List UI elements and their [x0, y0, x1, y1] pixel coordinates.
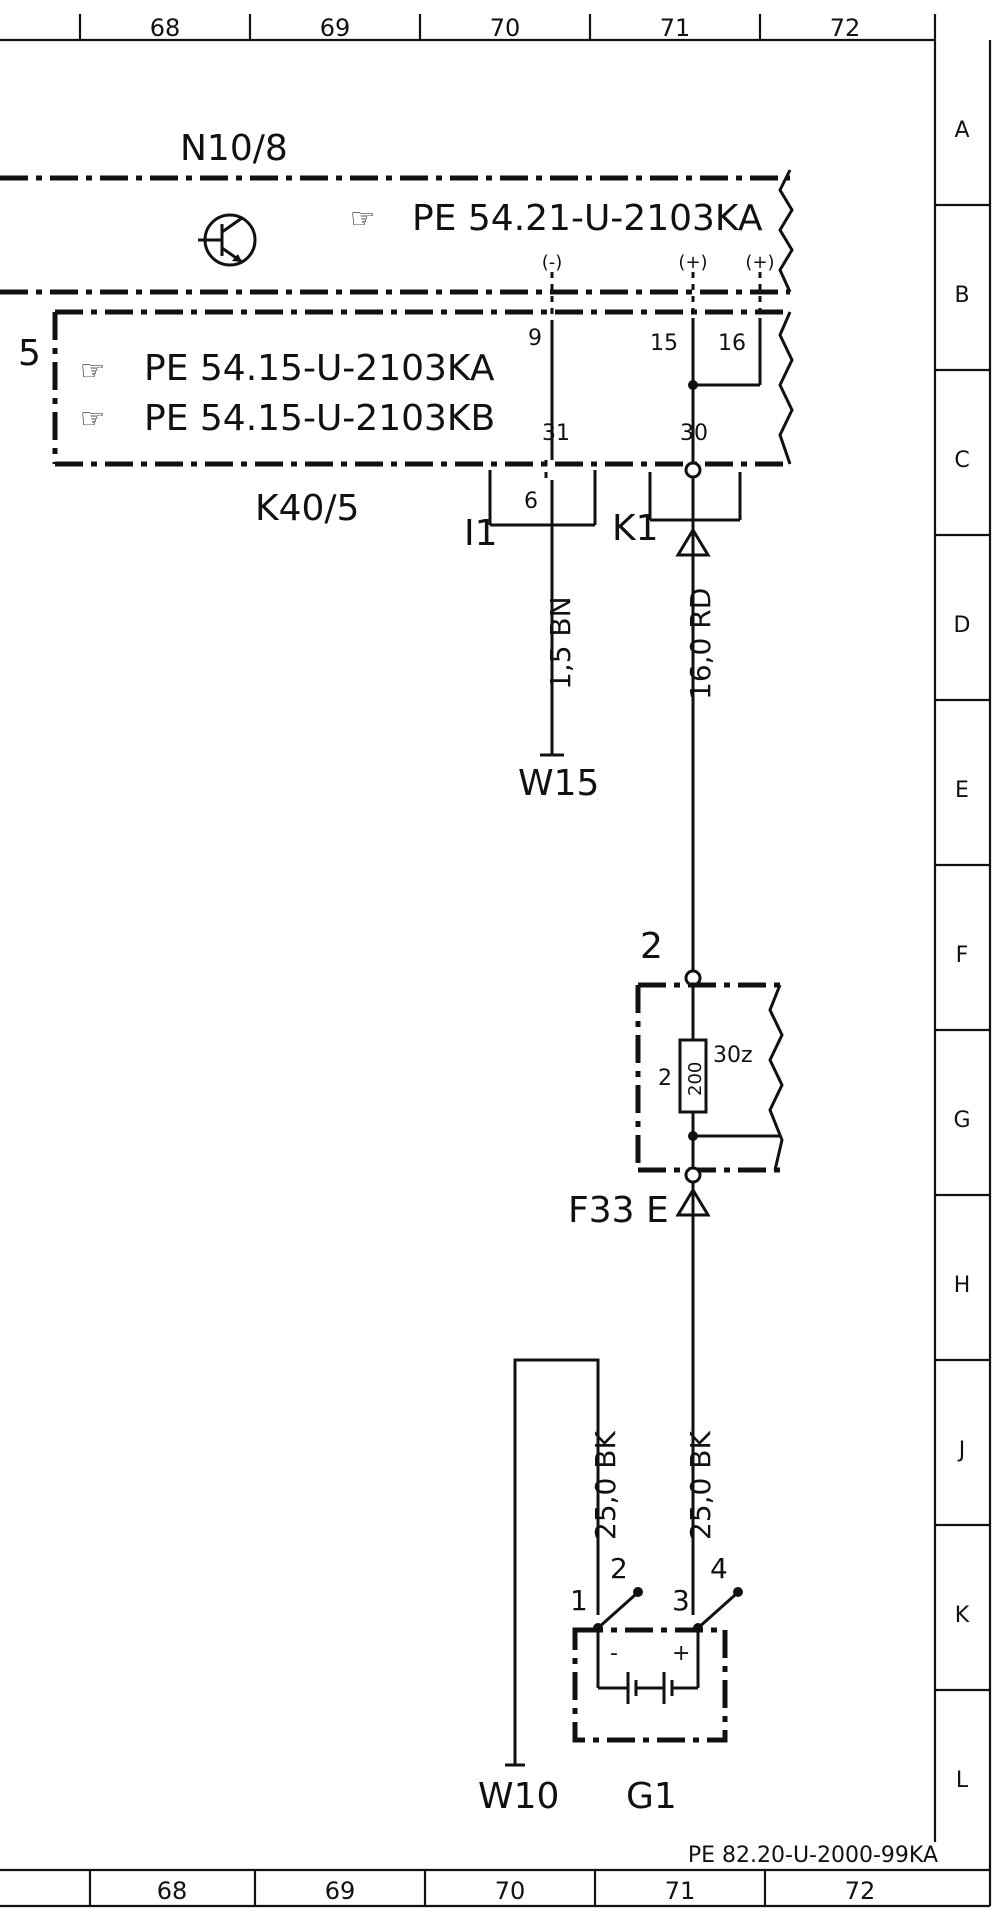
k40-5-pin-9: 9 — [528, 326, 542, 351]
fuse-icon — [678, 1038, 708, 1114]
g1-pin-4: 4 — [710, 1552, 728, 1585]
n10-8-pin-minus: (-) — [542, 252, 563, 273]
k40-5-pin-16: 16 — [718, 331, 746, 356]
col-label-72-bottom: 72 — [845, 1877, 876, 1905]
wire-black-left: 25,0 BK W10 — [478, 1358, 622, 1817]
col-label-68-top: 68 — [150, 14, 181, 42]
col-label-71-bottom: 71 — [665, 1877, 696, 1905]
k40-5-pin-6: 6 — [524, 489, 538, 514]
col-label-72-top: 72 — [830, 14, 861, 42]
reference-hand-icon: ☞ — [80, 354, 105, 387]
row-label-a: A — [954, 118, 969, 143]
g1-pin-3: 3 — [672, 1584, 690, 1617]
footer-reference: PE 82.20-U-2000-99KA — [688, 1843, 938, 1868]
g1-pin-1: 1 — [570, 1584, 588, 1617]
col-label-70-bottom: 70 — [495, 1877, 526, 1905]
n10-8-pin-plus-b: (+) — [745, 252, 774, 273]
col-label-68-bottom: 68 — [157, 1877, 188, 1905]
wire-black-right: 25,0 BK — [684, 1182, 717, 1615]
battery-icon — [596, 1632, 700, 1704]
f33-label: F33 E — [568, 1190, 669, 1231]
fuse-value: 200 — [685, 1062, 706, 1096]
k40-5-side-number: 5 — [18, 333, 41, 374]
k40-5-label: K40/5 — [255, 488, 359, 529]
f33-circuit: 30z — [713, 1043, 753, 1068]
battery-g1: 1 2 3 4 - + G1 — [570, 1552, 743, 1817]
wire-brown: 1,5 BN I1 W15 — [464, 272, 599, 804]
i1-label: I1 — [464, 513, 498, 554]
row-label-f: F — [956, 943, 969, 968]
f33-top-pin: 2 — [640, 926, 663, 967]
wire-black-left-label: 25,0 BK — [589, 1431, 622, 1540]
col-label-70-top: 70 — [490, 14, 521, 42]
wire-red-label: 16,0 RD — [684, 588, 717, 700]
w15-label: W15 — [518, 763, 599, 804]
n10-8-reference: PE 54.21-U-2103KA — [412, 198, 763, 239]
col-label-71-top: 71 — [660, 14, 691, 42]
transistor-icon — [198, 213, 257, 267]
reference-hand-icon: ☞ — [350, 202, 375, 235]
n10-8-label: N10/8 — [180, 128, 288, 169]
k40-5-reference-1: PE 54.15-U-2103KA — [144, 348, 495, 389]
g1-pin-2: 2 — [610, 1552, 628, 1585]
row-label-k: K — [955, 1603, 970, 1628]
n10-8-pin-plus-a: (+) — [678, 252, 707, 273]
row-label-l: L — [956, 1768, 969, 1793]
wire-red: K1 16,0 RD — [612, 272, 762, 978]
k40-5-pin-31: 31 — [542, 421, 570, 446]
module-k40-5: 5 ☞ PE 54.15-U-2103KA ☞ PE 54.15-U-2103K… — [18, 309, 794, 529]
k1-label: K1 — [612, 508, 659, 549]
g1-minus: - — [610, 1641, 618, 1666]
g1-label: G1 — [626, 1776, 677, 1817]
bottom-grid-strip: 68 69 70 71 72 — [0, 1842, 992, 1908]
row-label-d: D — [954, 613, 971, 638]
row-label-b: B — [954, 283, 969, 308]
wire-black-right-label: 25,0 BK — [684, 1431, 717, 1540]
top-grid-strip: 68 69 70 71 72 — [0, 14, 937, 42]
row-label-c: C — [954, 448, 969, 473]
row-label-h: H — [954, 1273, 971, 1298]
k40-5-reference-2: PE 54.15-U-2103KB — [144, 398, 495, 439]
k40-5-pin-15: 15 — [650, 331, 678, 356]
row-label-j: J — [957, 1438, 966, 1463]
right-row-strip: A B C D E F G H J K L — [933, 40, 992, 1842]
reference-hand-icon: ☞ — [80, 402, 105, 435]
row-label-g: G — [953, 1108, 970, 1133]
col-label-69-bottom: 69 — [325, 1877, 356, 1905]
wire-brown-label: 1,5 BN — [544, 596, 577, 690]
g1-plus: + — [672, 1641, 690, 1666]
col-label-69-top: 69 — [320, 14, 351, 42]
w10-label: W10 — [478, 1776, 559, 1817]
f33-side-pin: 2 — [658, 1066, 672, 1091]
fuse-block-f33: 2 200 2 30z F33 E — [568, 926, 784, 1231]
row-label-e: E — [955, 778, 969, 803]
module-n10-8: N10/8 ☞ PE 54.21-U-2103KA (-) (+) (+) — [0, 128, 794, 295]
